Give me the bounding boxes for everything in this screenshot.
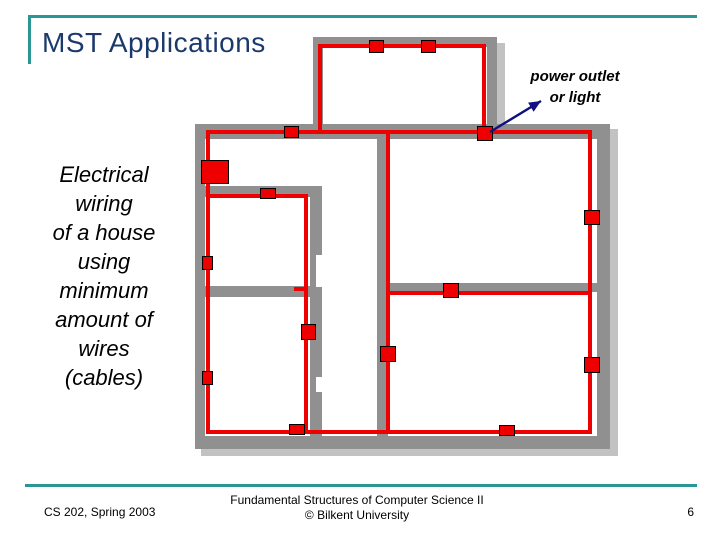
wall [377,139,388,436]
wire [390,291,588,295]
annotation-label: power outlet or light [530,68,620,106]
wire [482,44,486,130]
footer-page-number: 6 [687,505,694,519]
wire [318,44,322,130]
wall-shadow [201,448,618,456]
outlet [284,126,299,138]
outlet [201,160,229,184]
wire [206,130,592,134]
wall-shadow [610,129,618,450]
outlet [421,40,436,53]
outlet [369,40,384,53]
outlet [289,424,305,435]
body-text: Electrical wiring of a house using minim… [52,162,156,390]
wall [487,37,497,124]
wall [388,283,597,292]
wall [310,186,322,436]
wall [313,37,497,47]
header-rule-left [28,15,31,64]
wire [294,287,305,291]
wall [195,436,610,449]
outlet [260,188,276,199]
outlet [380,346,396,362]
footer-credits: Fundamental Structures of Computer Scien… [230,493,484,522]
outlet [584,357,600,373]
footer-course: CS 202, Spring 2003 [44,505,156,519]
footer-rule [25,484,697,487]
wall-shadow [497,43,505,125]
wire [386,134,390,434]
wire [206,430,592,434]
outlet [477,126,493,141]
outlet [301,324,316,340]
page-title: MST Applications [42,27,266,58]
wall [195,186,320,197]
wire [588,130,592,434]
outlet [202,256,213,270]
wire [208,194,308,198]
door-gap [316,255,322,287]
wall [597,124,610,449]
wire [206,130,210,434]
wire [304,194,308,434]
door-gap [316,377,322,392]
outlet [443,283,459,298]
outlet [202,371,213,385]
wall [195,286,310,297]
outlet [584,210,600,225]
outlet [499,425,515,436]
header-rule [28,15,697,18]
wire [318,44,486,48]
